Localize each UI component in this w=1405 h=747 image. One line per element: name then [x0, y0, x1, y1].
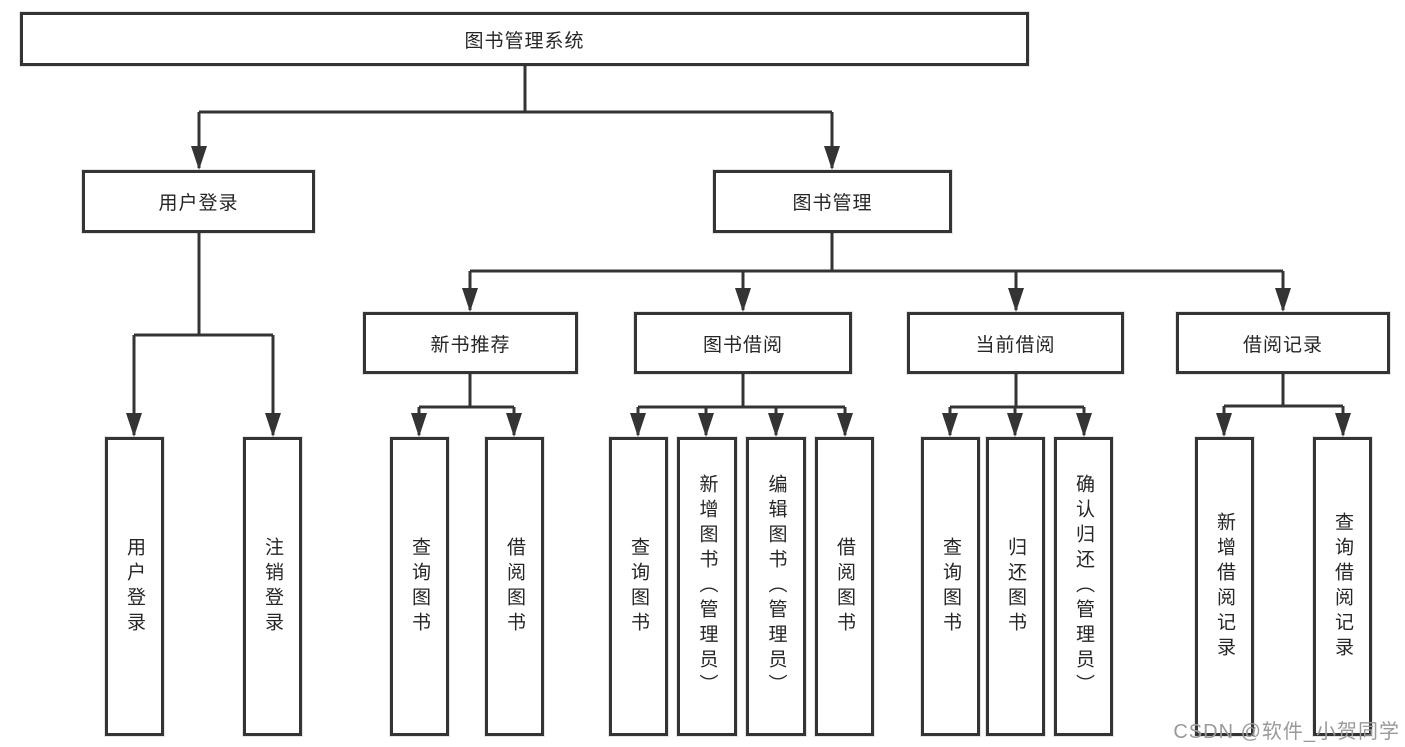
leaf-logout-label: 注销登录	[262, 536, 283, 637]
leaf-add-borrow-record: 新增借阅记录	[1195, 437, 1254, 736]
node-user-login: 用户登录	[82, 170, 315, 233]
arrowhead	[1275, 288, 1291, 312]
arrowhead	[630, 413, 646, 437]
leaf-confirm-return-admin: 确认归还（管理员）	[1054, 437, 1113, 736]
csdn-watermark: CSDN @软件_小贺同学	[1173, 721, 1400, 743]
leaf-query-borrow-record: 查询借阅记录	[1313, 437, 1372, 736]
arrowhead	[1008, 288, 1024, 312]
leaf-return-books: 归还图书	[986, 437, 1045, 736]
leaf-recommend-query-books: 查询图书	[390, 437, 449, 736]
node-book-management: 图书管理	[713, 170, 952, 233]
connector-borrow-records	[1216, 374, 1351, 437]
connector-new-book-recommend	[411, 374, 522, 437]
leaf-edit-books-admin: 编辑图书（管理员）	[746, 437, 806, 736]
node-borrow-records-label: 借阅记录	[1242, 334, 1323, 356]
arrowhead	[1007, 413, 1023, 437]
leaf-recommend-query-books-label: 查询图书	[409, 536, 430, 637]
leaf-borrow-query-books: 查询图书	[609, 437, 668, 736]
node-new-book-recommend: 新书推荐	[363, 312, 578, 374]
node-current-borrow: 当前借阅	[907, 312, 1124, 374]
leaf-user-login: 用户登录	[105, 437, 164, 736]
node-current-borrow-label: 当前借阅	[975, 334, 1056, 356]
leaf-current-query-books: 查询图书	[921, 437, 980, 736]
leaf-user-login-label: 用户登录	[124, 536, 145, 637]
connector-book-management	[462, 233, 1291, 312]
arrowhead	[837, 413, 853, 437]
leaf-recommend-borrow-books: 借阅图书	[485, 437, 544, 736]
arrowhead	[462, 288, 478, 312]
node-borrow-records: 借阅记录	[1176, 312, 1390, 374]
leaf-borrow-borrow-books-label: 借阅图书	[834, 536, 855, 637]
connector-user-login	[126, 233, 281, 437]
leaf-borrow-query-books-label: 查询图书	[628, 536, 649, 637]
leaf-query-borrow-record-label: 查询借阅记录	[1332, 511, 1353, 662]
node-user-login-label: 用户登录	[158, 193, 239, 214]
node-book-management-label: 图书管理	[792, 193, 873, 214]
arrowhead	[1335, 413, 1351, 437]
leaf-add-books-admin: 新增图书（管理员）	[677, 437, 737, 736]
node-root-label: 图书管理系统	[464, 30, 585, 52]
arrowhead	[1216, 413, 1232, 437]
node-book-borrow-label: 图书借阅	[702, 334, 783, 356]
arrowhead	[824, 146, 840, 170]
arrowhead	[126, 413, 142, 437]
leaf-edit-books-admin-label: 编辑图书（管理员）	[765, 474, 787, 699]
node-new-book-recommend-label: 新书推荐	[430, 334, 511, 356]
leaf-current-query-books-label: 查询图书	[940, 536, 961, 637]
arrowhead	[411, 413, 427, 437]
arrowhead	[1076, 413, 1092, 437]
connector-current-borrow	[942, 374, 1092, 437]
leaf-recommend-borrow-books-label: 借阅图书	[504, 536, 525, 637]
arrowhead	[698, 413, 714, 437]
arrowhead	[768, 413, 784, 437]
connector-root	[191, 66, 840, 170]
connector-book-borrow	[630, 374, 853, 437]
leaf-logout: 注销登录	[243, 437, 302, 736]
arrowhead	[506, 413, 522, 437]
arrowhead	[942, 413, 958, 437]
leaf-return-books-label: 归还图书	[1005, 536, 1026, 637]
leaf-confirm-return-admin-label: 确认归还（管理员）	[1073, 474, 1094, 699]
leaf-add-books-admin-label: 新增图书（管理员）	[696, 474, 718, 699]
leaf-add-borrow-record-label: 新增借阅记录	[1214, 511, 1235, 662]
arrowhead	[191, 146, 207, 170]
arrowhead	[735, 288, 751, 312]
node-root: 图书管理系统	[20, 12, 1029, 66]
node-book-borrow: 图书借阅	[634, 312, 852, 374]
leaf-borrow-borrow-books: 借阅图书	[815, 437, 874, 736]
arrowhead	[265, 413, 281, 437]
